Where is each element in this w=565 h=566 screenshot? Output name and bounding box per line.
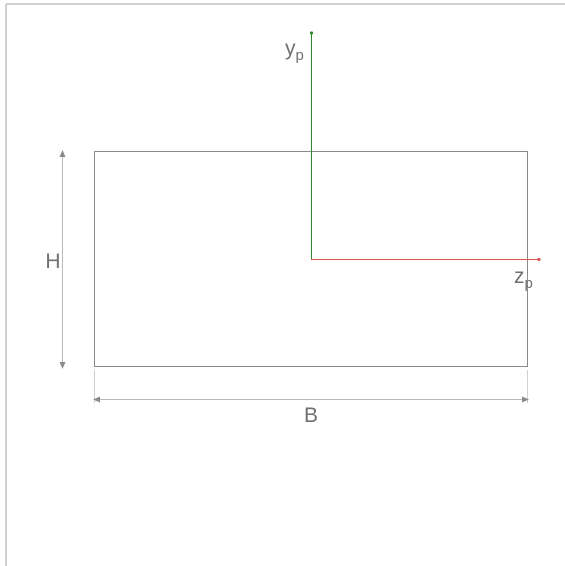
y-axis-label: yp: [285, 37, 304, 64]
width-arrow-left: [93, 396, 100, 403]
height-arrow-top: [59, 150, 66, 157]
height-label: H: [45, 250, 60, 273]
y-axis-tip: [309, 31, 314, 35]
y-axis-label-subscript: p: [296, 47, 304, 64]
z-axis-label: zp: [514, 265, 533, 292]
z-axis-label-subscript: p: [525, 275, 533, 292]
z-axis-label-main: z: [514, 265, 525, 288]
width-label: B: [304, 404, 318, 427]
height-arrow-bottom: [59, 362, 66, 369]
width-arrow-right: [522, 396, 529, 403]
z-axis-tip: [537, 257, 541, 262]
y-axis-label-main: y: [285, 37, 296, 60]
